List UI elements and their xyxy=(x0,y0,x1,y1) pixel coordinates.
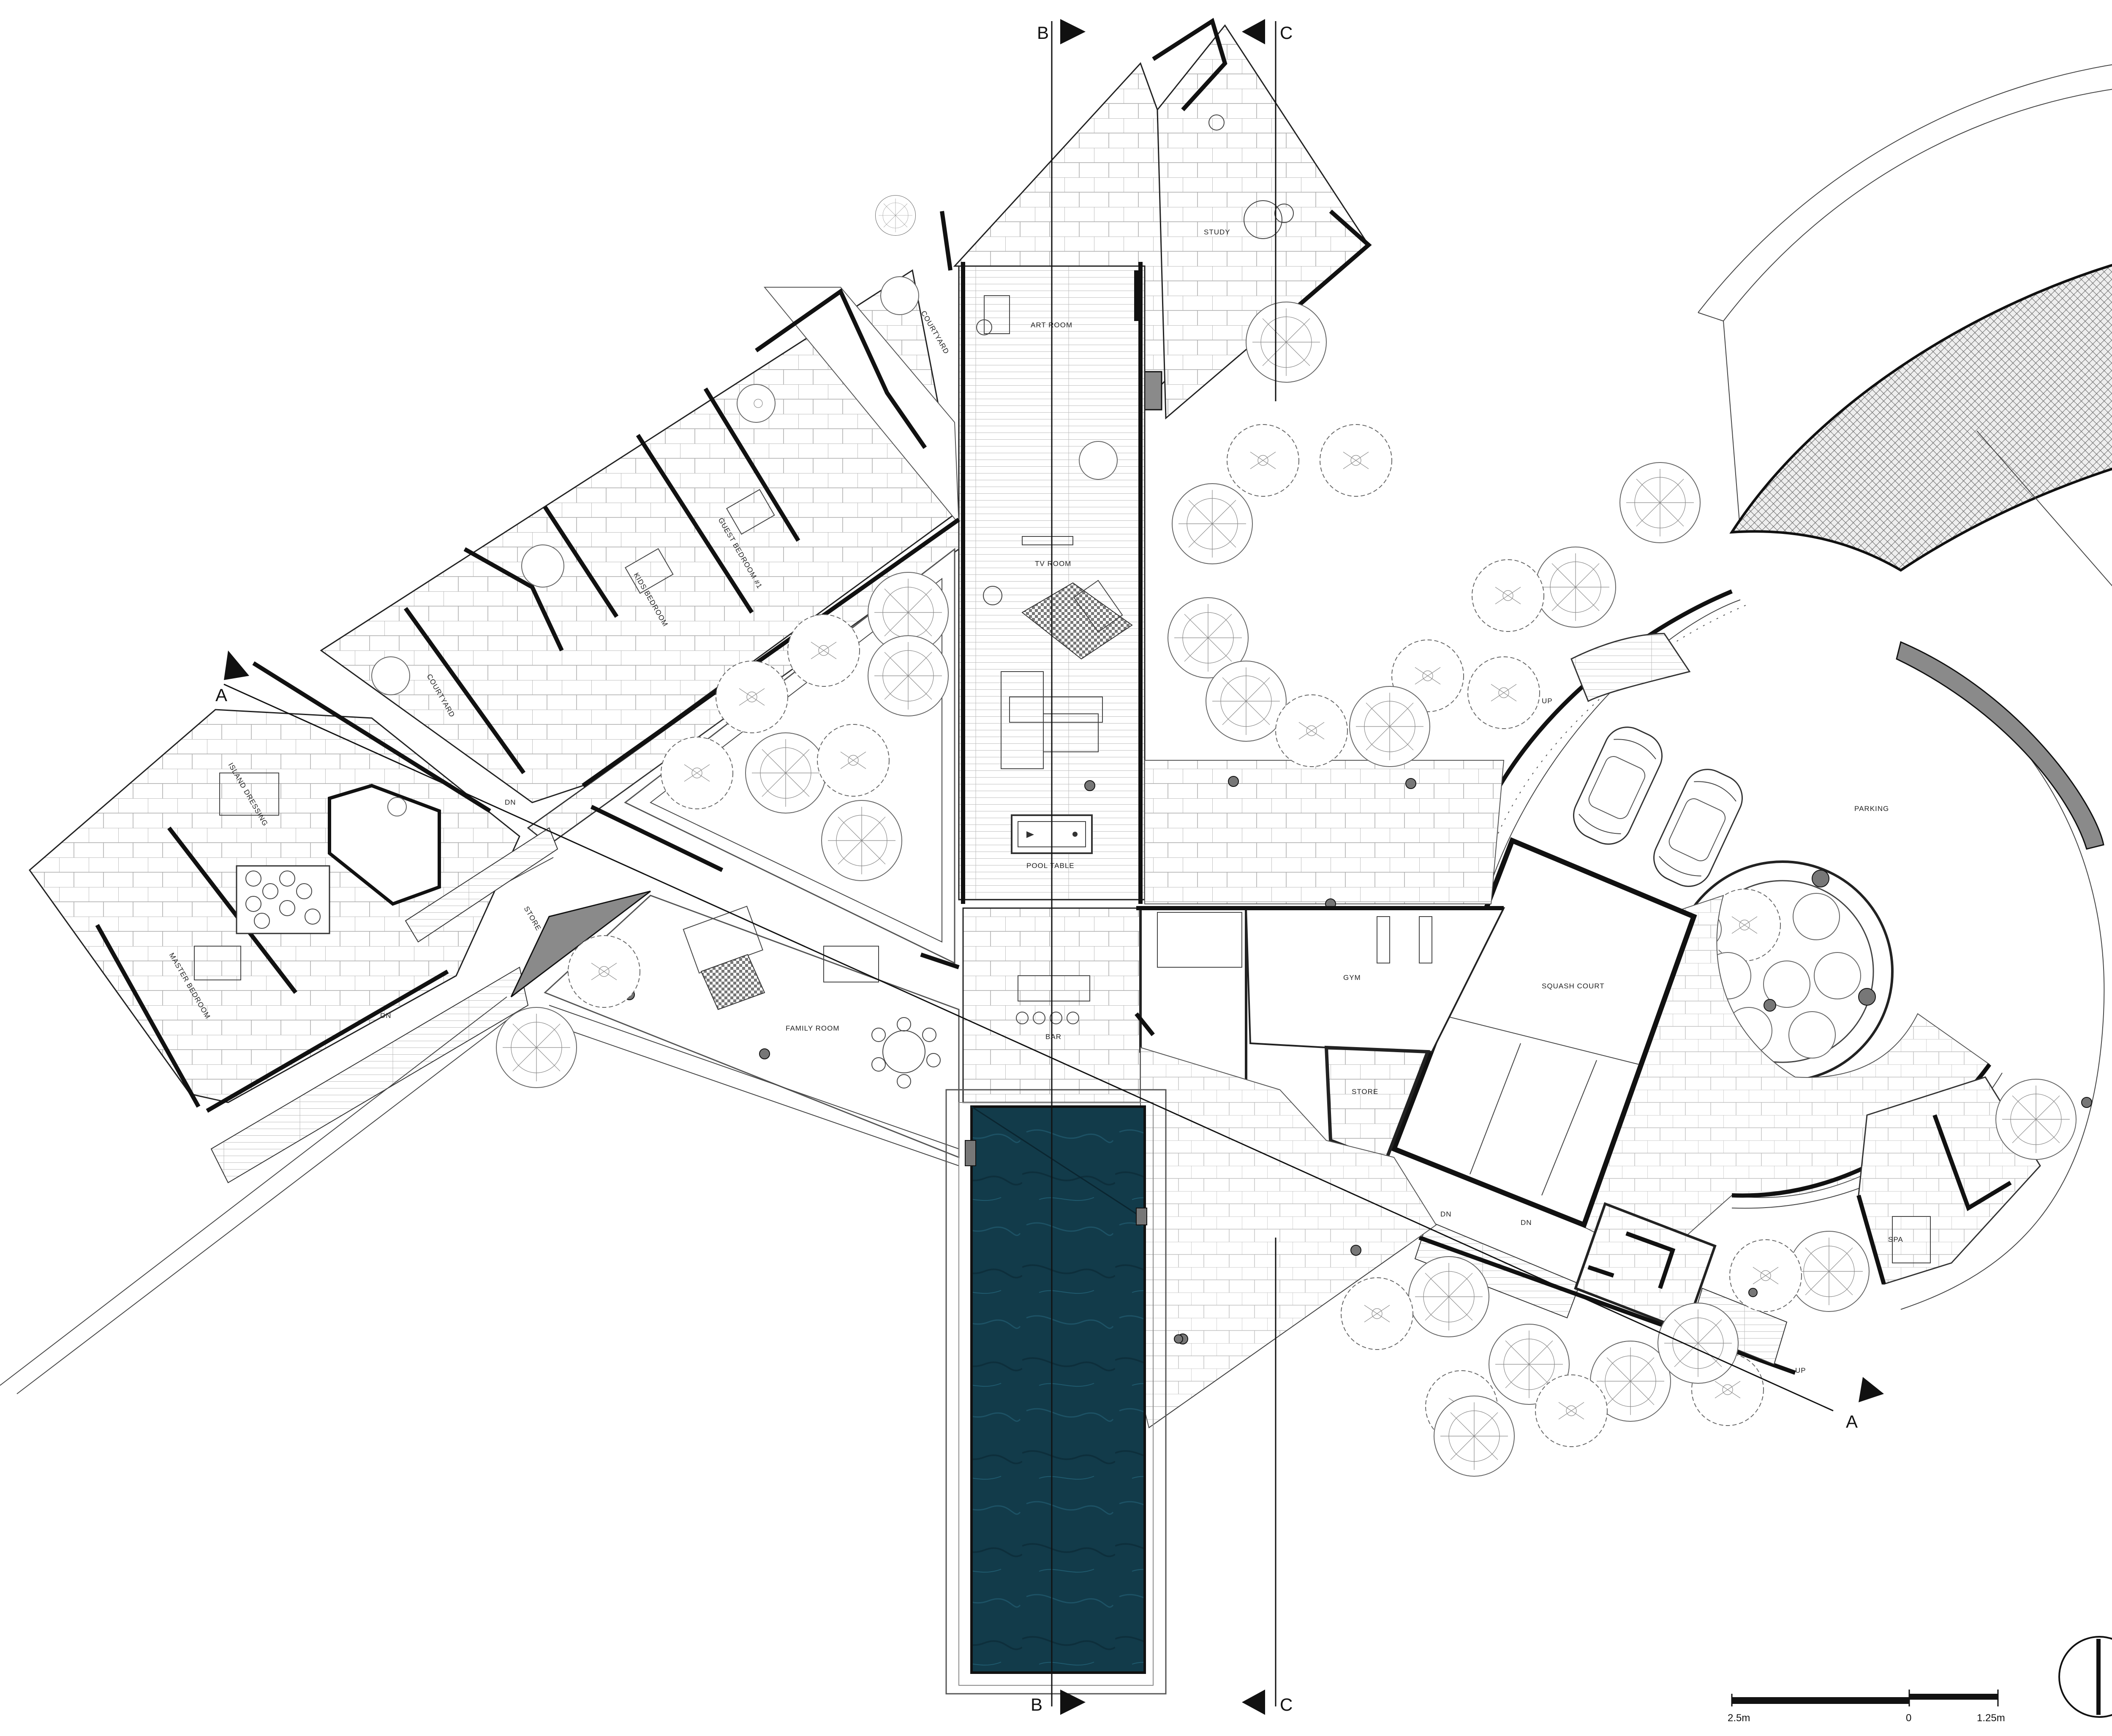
store-label: STORE xyxy=(1352,1088,1378,1096)
svg-text:A: A xyxy=(215,685,227,705)
bed-icon xyxy=(236,865,330,934)
section-marker-c-bottom: C xyxy=(1242,1690,1293,1715)
svg-text:2.5m: 2.5m xyxy=(1728,1712,1750,1724)
svg-text:B: B xyxy=(1031,1695,1042,1714)
landscape-trees xyxy=(371,195,2092,1477)
east-garden xyxy=(1144,760,1505,909)
section-marker-b-top: B xyxy=(1037,19,1086,44)
stair-dn-label: DN xyxy=(505,798,516,806)
spa-label: SPA xyxy=(1888,1235,1903,1243)
parking-canopy xyxy=(1729,264,2112,572)
stair-dn-label: DN xyxy=(1521,1219,1532,1227)
car-icon xyxy=(1573,727,1663,845)
stair-dn-label: DN xyxy=(380,1012,392,1020)
drawing-title: MIDDLE LEVEL PLAN xyxy=(2107,1379,2112,1723)
family-room-label: FAMILY ROOM xyxy=(786,1024,840,1032)
parking-label: PARKING xyxy=(1854,805,1889,813)
svg-text:B: B xyxy=(1037,23,1049,43)
squash-court-label: SQUASH COURT xyxy=(1542,982,1605,990)
parking-stair: UP xyxy=(1542,633,1691,705)
bar-label: BAR xyxy=(1045,1033,1061,1041)
pool-table-label: POOL TABLE xyxy=(1026,862,1075,870)
section-marker-a-left: A xyxy=(215,650,249,705)
store-label: STORE xyxy=(523,905,543,932)
north-arrow-icon xyxy=(2058,1636,2112,1718)
section-marker-a-right: A xyxy=(1846,1377,1884,1431)
svg-text:C: C xyxy=(1280,1695,1293,1714)
swimming-pool xyxy=(945,1089,1167,1695)
study-label: STUDY xyxy=(1204,228,1230,236)
stair-dn-label: DN xyxy=(1440,1210,1452,1218)
section-marker-c-top: C xyxy=(1242,19,1293,44)
svg-text:A: A xyxy=(1846,1412,1858,1431)
family-room: FAMILY ROOM UP xyxy=(544,895,995,1166)
svg-text:0: 0 xyxy=(1906,1712,1911,1724)
section-marker-b-bottom: B xyxy=(1031,1690,1086,1715)
parking-wall xyxy=(1896,641,2104,850)
svg-text:1.25m: 1.25m xyxy=(1977,1712,2005,1724)
stair-up-label: UP xyxy=(1542,697,1553,705)
stair-up-label: UP xyxy=(1795,1366,1806,1374)
tv-room-label: TV ROOM xyxy=(1035,560,1071,568)
svg-text:C: C xyxy=(1280,23,1293,43)
section-lines xyxy=(223,21,1834,1706)
car-icon xyxy=(1653,769,1743,887)
master-wing: ISLAND DRESSING MASTER BEDROOM STORE DN … xyxy=(0,709,558,1394)
scale-bar: 2.5m 0 1.25m xyxy=(1728,1690,2005,1724)
spa: SPA xyxy=(1856,1076,2041,1285)
dining-table-icon xyxy=(871,1017,941,1088)
gym-label: GYM xyxy=(1343,974,1361,982)
